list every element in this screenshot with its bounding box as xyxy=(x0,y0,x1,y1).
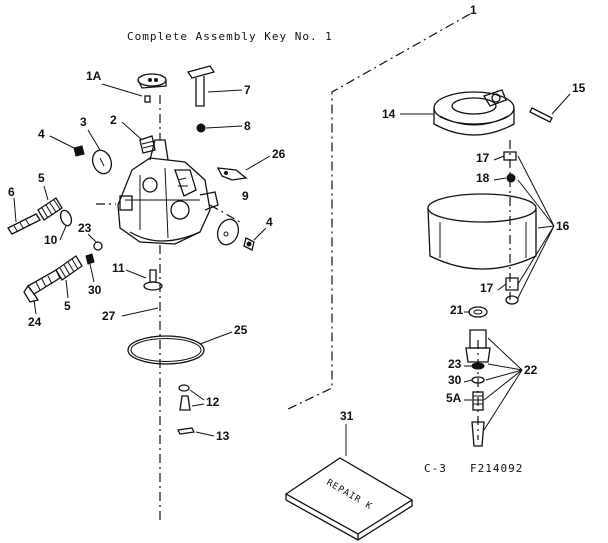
label-3: 3 xyxy=(80,115,87,129)
label-23-left: 23 xyxy=(78,221,92,235)
part-1a-throttle-shaft: 1A xyxy=(86,69,167,103)
part-6-mixture-screw: 6 xyxy=(7,185,41,235)
part-26-lever: 26 xyxy=(216,147,286,181)
part-31-repair-kit: REPAIR K 31 xyxy=(284,409,414,541)
part-9-plate: 9 xyxy=(216,189,249,246)
part-2-spring-screw: 2 xyxy=(110,113,156,154)
part-4-screw-left: 4 xyxy=(38,127,85,157)
figure-code-c3: C-3 xyxy=(424,462,447,475)
part-4-screw-right: 4 xyxy=(243,215,273,251)
label-25: 25 xyxy=(234,323,248,337)
part-5-spring-upper: 5 xyxy=(37,171,63,221)
part-21-gasket: 21 xyxy=(450,303,488,318)
part-5a-spring: 5A xyxy=(446,391,472,405)
part-12-float-valve: 12 xyxy=(178,384,220,411)
label-5a: 5A xyxy=(446,391,462,405)
label-16: 16 xyxy=(556,219,570,233)
part-17-lower-nut: 17 xyxy=(480,277,519,305)
part-30-washer-left: 30 xyxy=(85,253,102,297)
label-9: 9 xyxy=(242,189,249,203)
label-6: 6 xyxy=(8,185,15,199)
label-30-right: 30 xyxy=(448,373,462,387)
part-15-hinge-pin: 15 xyxy=(529,81,586,123)
axis-right xyxy=(209,204,241,223)
label-1a: 1A xyxy=(86,69,102,83)
part-17-upper-nut: 17 xyxy=(476,151,517,165)
label-12: 12 xyxy=(206,395,220,409)
part-11-needle-seat: 11 xyxy=(112,261,163,291)
label-30-left: 30 xyxy=(88,283,102,297)
carburetor-body xyxy=(117,139,219,245)
part-22-main-jet-assembly: 22 xyxy=(465,329,538,447)
label-11: 11 xyxy=(112,261,125,275)
label-17-lower: 17 xyxy=(480,281,494,295)
part-16-float-bowl: 16 xyxy=(427,155,570,299)
label-4-right: 4 xyxy=(266,215,273,229)
label-5-upper: 5 xyxy=(38,171,45,185)
part-30-washer-right: 30 xyxy=(448,373,473,387)
label-24: 24 xyxy=(28,315,42,329)
repair-kit-label: REPAIR K xyxy=(325,478,374,512)
label-14: 14 xyxy=(382,107,396,121)
label-21: 21 xyxy=(450,303,464,317)
part-27-gasket: 27 xyxy=(102,307,159,323)
label-4-left: 4 xyxy=(38,127,45,141)
part-23-oring-left: 23 xyxy=(78,221,103,251)
part-23-oring-right: 23 xyxy=(448,357,472,371)
figure-code-number: F214092 xyxy=(470,462,523,475)
part-14-bowl-cover: 14 xyxy=(382,89,515,136)
label-27: 27 xyxy=(102,309,116,323)
label-8: 8 xyxy=(244,119,251,133)
label-5-lower: 5 xyxy=(64,299,71,313)
part-25-bowl-gasket: 25 xyxy=(127,323,248,365)
part-7-choke-shaft: 7 xyxy=(186,65,251,107)
label-15: 15 xyxy=(572,81,586,95)
label-22: 22 xyxy=(524,363,538,377)
diagram-title: Complete Assembly Key No. 1 xyxy=(127,30,333,43)
label-10: 10 xyxy=(44,233,58,247)
label-17-upper: 17 xyxy=(476,151,490,165)
label-18: 18 xyxy=(476,171,490,185)
label-2: 2 xyxy=(110,113,117,127)
label-26: 26 xyxy=(272,147,286,161)
part-10-washer: 10 xyxy=(44,209,73,247)
part-3-plate: 3 xyxy=(80,115,113,175)
label-31: 31 xyxy=(340,409,354,423)
label-13: 13 xyxy=(216,429,230,443)
part-5-spring-lower: 5 xyxy=(55,255,83,313)
part-24-needle-screw: 24 xyxy=(23,269,61,329)
assembly-boundary: 1 xyxy=(285,3,477,411)
part-8-screw: 8 xyxy=(196,119,251,133)
label-23-right: 23 xyxy=(448,357,462,371)
part-13-clip: 13 xyxy=(177,427,230,443)
label-1: 1 xyxy=(470,3,477,17)
part-18-washer: 18 xyxy=(476,171,516,185)
label-7: 7 xyxy=(244,83,251,97)
